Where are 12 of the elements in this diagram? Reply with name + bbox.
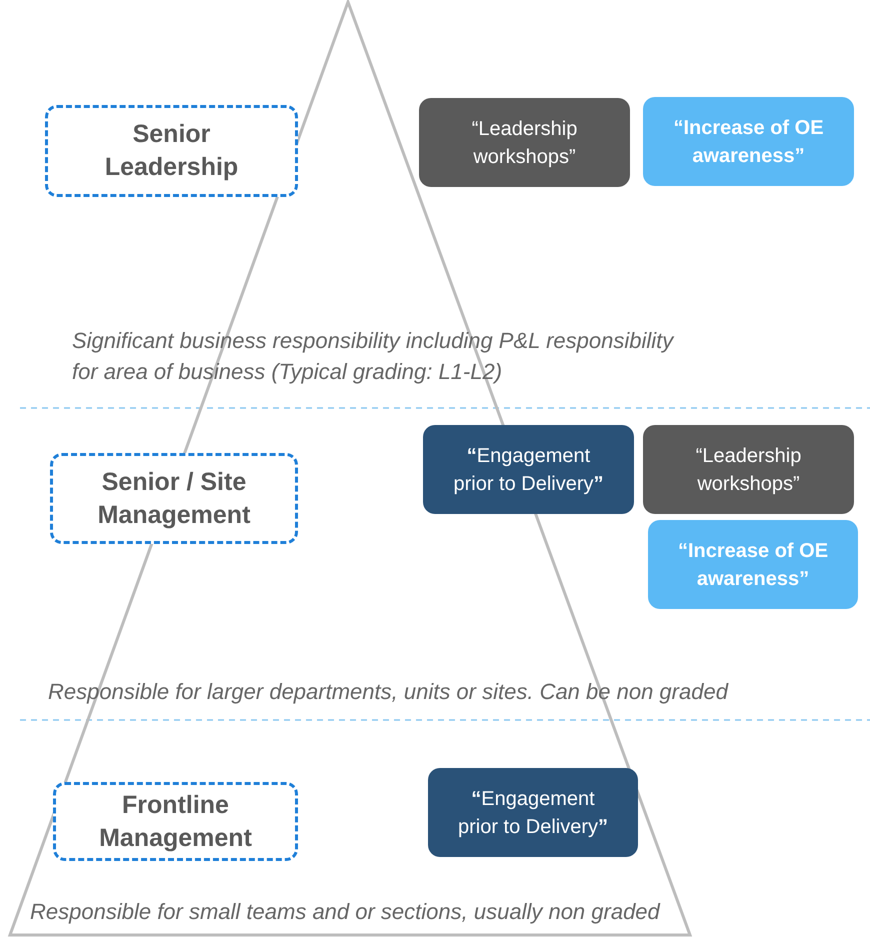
activity-box: “Increase of OE awareness”: [648, 520, 858, 609]
level-box: Senior Leadership: [45, 105, 298, 197]
activity-box: “Engagement prior to Delivery”: [428, 768, 638, 857]
level-description: Responsible for larger departments, units or sites. Can be non graded: [48, 678, 730, 706]
level-description: Significant business responsibility including P&L responsibility for area of business (Typical grading: L1-L2): [72, 327, 676, 386]
level-box: Frontline Management: [53, 782, 298, 861]
activity-box: “Leadership workshops”: [419, 98, 630, 187]
activity-box: “Leadership workshops”: [643, 425, 854, 514]
level-description: Responsible for small teams and or sections, usually non graded: [30, 898, 662, 926]
level-box: Senior / Site Management: [50, 453, 298, 544]
activity-box: “Increase of OE awareness”: [643, 97, 854, 186]
activity-box: “Engagement prior to Delivery”: [423, 425, 634, 514]
